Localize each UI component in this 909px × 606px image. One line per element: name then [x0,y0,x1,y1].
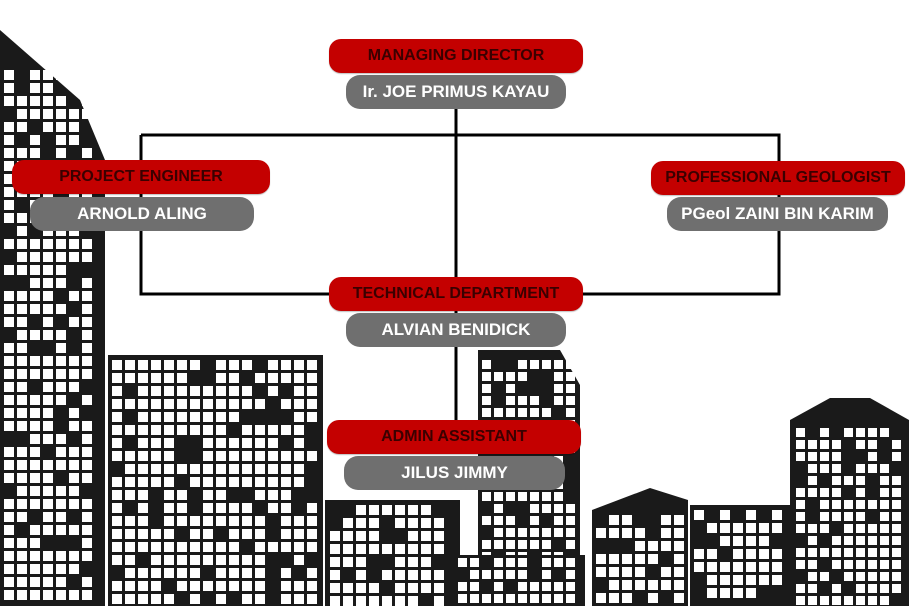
admin-assistant-role: ADMIN ASSISTANT [327,420,581,454]
connector-frame [139,133,781,296]
technical-department-name: ALVIAN BENIDICK [346,313,566,347]
admin-assistant-name: JILUS JIMMY [344,456,565,490]
project-engineer-name: ARNOLD ALING [30,197,254,231]
professional-geologist-name: PGeol ZAINI BIN KARIM [667,197,888,231]
project-engineer-role: PROJECT ENGINEER [12,160,270,194]
technical-department-role: TECHNICAL DEPARTMENT [329,277,583,311]
managing-director-name: Ir. JOE PRIMUS KAYAU [346,75,566,109]
professional-geologist-role: PROFESSIONAL GEOLOGIST [651,161,905,195]
managing-director-role: MANAGING DIRECTOR [329,39,583,73]
